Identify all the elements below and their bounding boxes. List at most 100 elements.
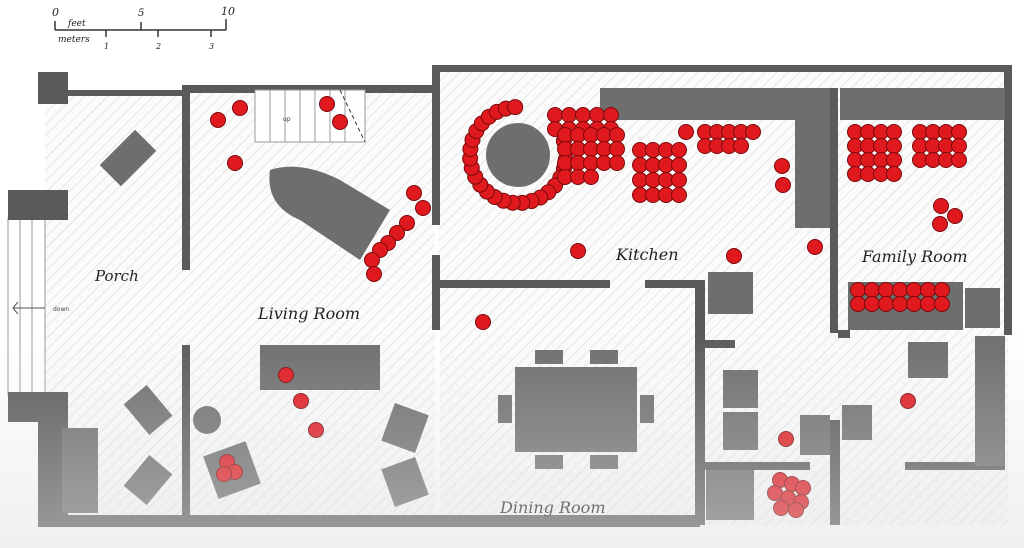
wall-segment [432,65,1012,72]
red-circle-marker [951,124,967,140]
red-circle-marker [807,239,823,255]
wall-segment [830,88,838,333]
dining-chair [498,395,512,423]
family-room-cabinet [975,336,1005,466]
red-circle-marker [795,480,811,496]
red-circle-marker [878,282,894,298]
red-circle-marker [933,198,949,214]
wall-segment [182,345,190,525]
red-circle-marker [906,282,922,298]
scale-meter-tick-3: 3 [209,42,214,51]
red-circle-marker [575,107,591,123]
red-circle-marker [589,107,605,123]
wall-segment [440,280,610,288]
wall-segment [432,65,440,225]
red-circle-marker [886,166,902,182]
kitchen-stool [708,272,753,314]
red-circle-marker [906,296,922,312]
red-circle-marker [609,141,625,157]
red-circle-marker [507,99,524,116]
red-circle-marker [892,296,908,312]
red-circle-marker [671,172,687,188]
red-circle-marker [900,393,916,409]
red-circle-marker [609,127,625,143]
red-circle-marker [332,114,348,130]
dining-table [515,367,637,452]
red-circle-marker [892,282,908,298]
red-circle-marker [886,152,902,168]
red-circle-marker [227,155,243,171]
wall-segment [838,330,850,338]
red-circle-marker [947,208,963,224]
red-circle-marker [788,502,804,518]
red-circle-marker [293,393,309,409]
red-circle-marker [745,124,761,140]
red-circle-marker [934,282,950,298]
red-circle-marker [475,314,491,330]
red-circle-marker [232,100,248,116]
wall-segment [8,190,68,220]
red-circle-marker [932,216,948,232]
round-table [486,123,550,187]
red-circle-marker [210,112,226,128]
scale-feet-tick-5: 5 [138,8,144,19]
wall-segment [60,90,185,96]
wall-segment [695,285,705,525]
red-circle-marker [864,296,880,312]
red-circle-marker [773,500,789,516]
scale-feet-tick-10: 10 [221,5,235,18]
wall-segment [38,72,68,104]
red-circle-marker [406,185,422,201]
bathroom-sink [800,415,830,455]
red-circle-marker [364,252,380,268]
red-circle-marker [951,152,967,168]
porch-down-label: down [53,306,69,313]
wall-segment [182,85,190,270]
stairs-up-label: up [283,116,291,123]
red-circle-marker [850,282,866,298]
red-circle-marker [920,282,936,298]
room-label-dining-room: Dining Room [499,498,605,517]
room-label-living-room: Living Room [257,304,360,323]
red-circle-marker [603,107,619,123]
sink-vanity [842,405,872,440]
scale-meter-tick-1: 1 [104,42,109,51]
scale-meters-label: meters [58,35,90,45]
red-circle-marker [570,243,586,259]
red-circle-marker [920,296,936,312]
red-circle-marker [216,466,232,482]
wall-segment [432,255,440,330]
red-circle-marker [671,187,687,203]
family-room-chair [908,342,948,378]
red-circle-marker [733,138,749,154]
wall-segment [1004,65,1012,335]
wall-segment [8,392,68,422]
red-circle-marker [415,200,431,216]
room-label-family-room: Family Room [861,247,968,266]
red-circle-marker [886,138,902,154]
living-room-stairs [254,89,366,143]
red-circle-marker [308,422,324,438]
red-circle-marker [775,177,791,193]
red-circle-marker [583,169,599,185]
red-circle-marker [778,431,794,447]
red-circle-marker [934,296,950,312]
room-label-porch: Porch [94,267,139,285]
laundry-machine [723,370,758,408]
dining-chair [535,350,563,364]
red-circle-marker [678,124,694,140]
side-table-round [193,406,221,434]
room-label-kitchen: Kitchen [615,245,679,264]
sofa [260,345,380,390]
wall-segment [705,340,735,348]
red-circle-marker [671,157,687,173]
red-circle-marker [671,142,687,158]
wall-segment [700,462,810,470]
red-circle-marker [561,107,577,123]
scale-feet-label: feet [67,19,86,29]
side-table [965,288,1000,328]
laundry-machine [723,412,758,450]
red-circle-marker [547,107,563,123]
